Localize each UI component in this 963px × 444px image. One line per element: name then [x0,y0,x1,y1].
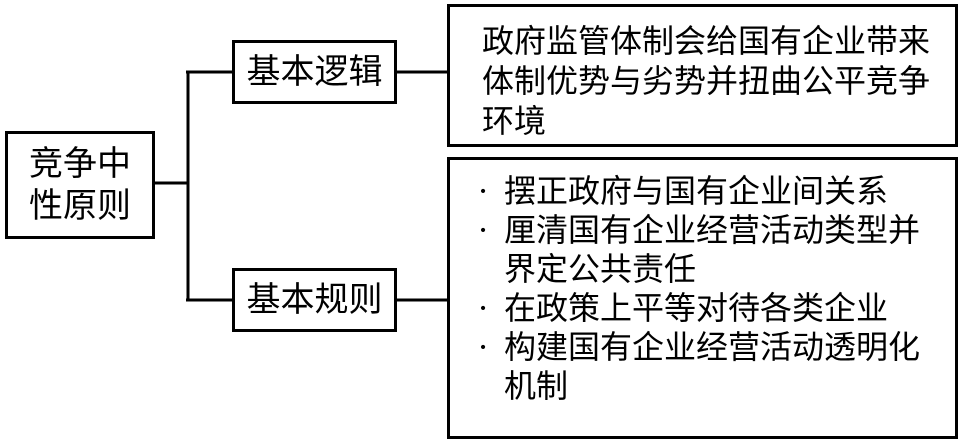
root-node-label: 竞争中性原则 [29,144,131,226]
branch-node-label: 基本规则 [246,280,383,320]
list-item: 构建国有企业经营活动透明化机制 [476,328,945,406]
list-item: 在政策上平等对待各类企业 [476,289,945,328]
leaf-node-text: 政府监管体制会给国有企业带来体制优势与劣势并扭曲公平竞争环境 [482,22,931,140]
branch-node-basic-rules: 基本规则 [232,268,397,332]
branch-node-basic-logic: 基本逻辑 [232,40,397,104]
root-node: 竞争中性原则 [5,131,155,239]
list-item: 摆正政府与国有企业间关系 [476,172,945,211]
leaf-node-basic-rules: 摆正政府与国有企业间关系 厘清国有企业经营活动类型并界定公共责任 在政策上平等对… [447,157,958,439]
leaf-node-basic-logic: 政府监管体制会给国有企业带来体制优势与劣势并扭曲公平竞争环境 [447,4,958,147]
list-item: 厘清国有企业经营活动类型并界定公共责任 [476,211,945,289]
rules-list: 摆正政府与国有企业间关系 厘清国有企业经营活动类型并界定公共责任 在政策上平等对… [476,172,945,406]
branch-node-label: 基本逻辑 [246,52,383,92]
